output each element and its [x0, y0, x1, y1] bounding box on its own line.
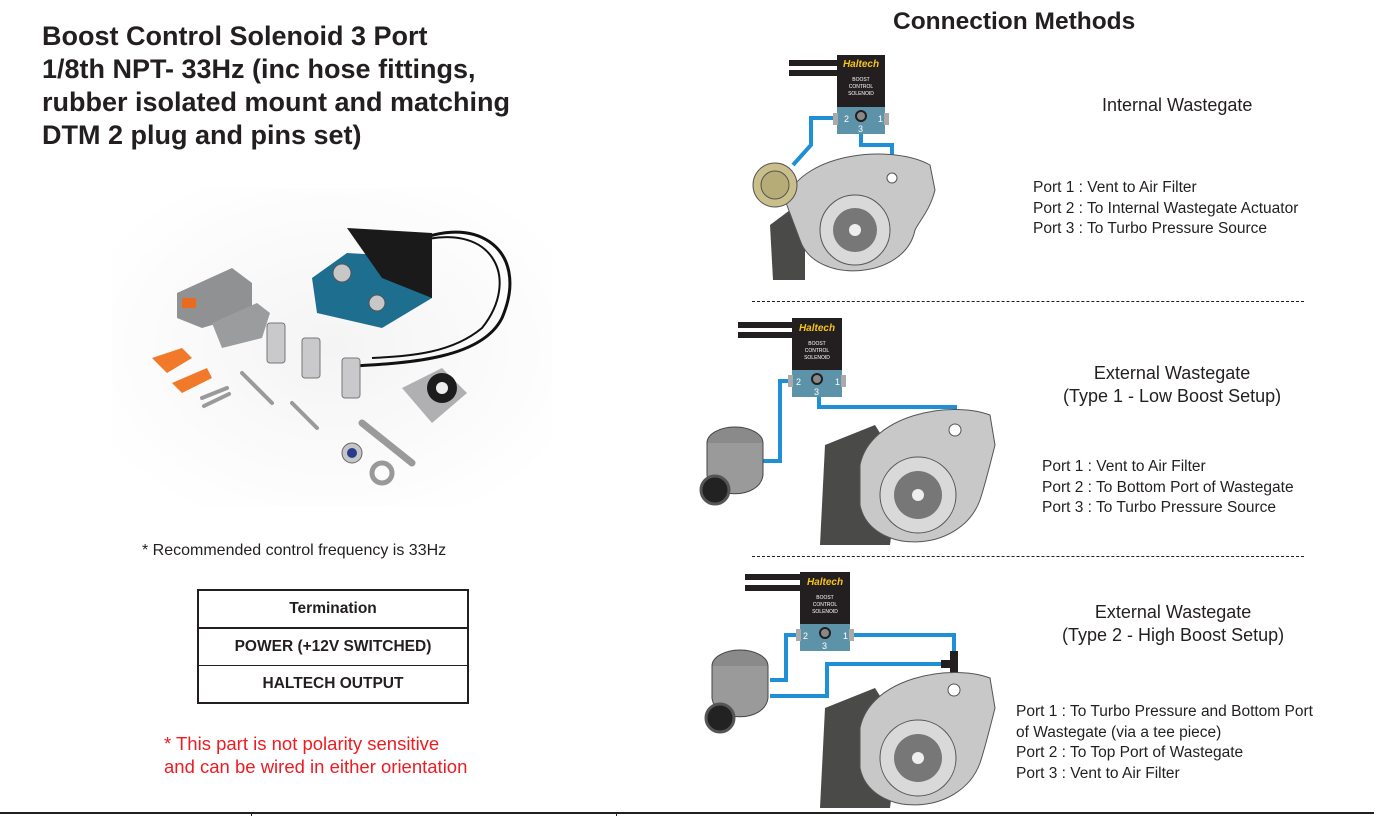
svg-text:2: 2: [844, 114, 849, 124]
title-line: rubber isolated mount and matching: [42, 87, 511, 117]
wastegate-icon: [699, 426, 764, 506]
svg-text:BOOST: BOOST: [852, 77, 870, 83]
port-line: Port 1 : To Turbo Pressure and Bottom Po…: [1016, 703, 1313, 720]
port-list-external-type1: Port 1 : Vent to Air Filter Port 2 : To …: [1042, 457, 1294, 519]
method-heading-external-type1: External Wastegate (Type 1 - Low Boost S…: [1063, 363, 1282, 406]
svg-text:1: 1: [843, 631, 848, 641]
wastegate-icon: [704, 649, 769, 734]
port-line: Port 3 : Vent to Air Filter: [1016, 764, 1180, 782]
footer-rule: [0, 812, 1374, 814]
product-kit-photo: [112, 188, 552, 506]
svg-text:SOLENOID: SOLENOID: [848, 91, 874, 97]
svg-text:3: 3: [822, 641, 827, 651]
svg-text:3: 3: [858, 124, 863, 134]
diagram-internal-wastegate: Haltech BOOST CONTROL SOLENOID 2 1 3: [752, 55, 936, 280]
product-title: Boost Control Solenoid 3 Port 1/8th NPT-…: [42, 20, 510, 152]
termination-output: HALTECH OUTPUT: [262, 675, 404, 692]
port-line: Port 2 : To Top Port of Wastegate: [1016, 744, 1244, 761]
method-heading-internal: Internal Wastegate: [1102, 95, 1253, 115]
port-line: Port 1 : Vent to Air Filter: [1042, 458, 1206, 475]
title-line: 1/8th NPT- 33Hz (inc hose fittings,: [42, 54, 476, 84]
svg-text:3: 3: [814, 387, 819, 397]
table-row: POWER (+12V SWITCHED): [198, 628, 468, 666]
svg-text:1: 1: [835, 377, 840, 387]
port-line: Port 2 : To Internal Wastegate Actuator: [1033, 199, 1299, 217]
svg-text:CONTROL: CONTROL: [813, 602, 838, 608]
title-line: Boost Control Solenoid 3 Port: [42, 21, 428, 51]
svg-text:2: 2: [803, 631, 808, 641]
termination-power: POWER (+12V SWITCHED): [198, 628, 468, 666]
svg-text:BOOST: BOOST: [816, 595, 834, 601]
method-heading-external-type2: External Wastegate (Type 2 - High Boost …: [1062, 602, 1285, 645]
polarity-note: * This part is not polarity sensitive an…: [164, 732, 467, 778]
polarity-line: and can be wired in either orientation: [164, 756, 468, 777]
svg-text:SOLENOID: SOLENOID: [804, 355, 830, 361]
frequency-note: * Recommended control frequency is 33Hz: [142, 542, 447, 559]
solenoid-icon: Haltech BOOST CONTROL SOLENOID 2 1 3: [789, 55, 889, 134]
port-line: Port 1 : Vent to Air Filter: [1033, 179, 1197, 196]
svg-text:CONTROL: CONTROL: [849, 84, 874, 90]
section-divider: [752, 301, 1304, 302]
port-line: Port 3 : To Turbo Pressure Source: [1033, 220, 1268, 237]
table-header-row: Termination: [198, 590, 468, 629]
turbo-icon: [820, 409, 996, 545]
turbo-icon: [820, 672, 996, 808]
svg-text:SOLENOID: SOLENOID: [812, 609, 838, 615]
solenoid-icon: Haltech BOOST CONTROL SOLENOID 2 1 3: [745, 572, 854, 651]
title-line: DTM 2 plug and pins set): [42, 120, 362, 150]
footer-divider: [251, 812, 252, 816]
turbo-icon: [752, 153, 936, 280]
svg-text:2: 2: [796, 377, 801, 387]
diagram-external-type2: Haltech BOOST CONTROL SOLENOID 2 1 3: [704, 572, 996, 808]
section-divider: [752, 556, 1304, 557]
port-line: Port 3 : To Turbo Pressure Source: [1042, 499, 1277, 516]
solenoid-icon: Haltech BOOST CONTROL SOLENOID 2 1 3: [738, 318, 846, 397]
connection-methods-title: Connection Methods: [893, 8, 1136, 35]
polarity-line: * This part is not polarity sensitive: [164, 733, 440, 754]
port-line: Port 2 : To Bottom Port of Wastegate: [1042, 478, 1294, 496]
svg-text:Haltech: Haltech: [799, 323, 835, 334]
svg-text:1: 1: [878, 114, 883, 124]
brand-label: Haltech: [843, 59, 879, 70]
diagram-external-type1: Haltech BOOST CONTROL SOLENOID 2 1 3: [699, 318, 996, 545]
table-header: Termination: [198, 590, 468, 629]
footer-divider: [616, 812, 617, 816]
termination-table: Termination POWER (+12V SWITCHED) HALTEC…: [197, 589, 469, 704]
port-list-internal: Port 1 : Vent to Air Filter Port 2 : To …: [1033, 178, 1298, 240]
svg-text:Haltech: Haltech: [807, 577, 843, 588]
svg-text:CONTROL: CONTROL: [805, 348, 830, 354]
svg-text:BOOST: BOOST: [808, 341, 826, 347]
port-line: of Wastegate (via a tee piece): [1016, 723, 1222, 741]
port-list-external-type2: Port 1 : To Turbo Pressure and Bottom Po…: [1016, 702, 1313, 784]
table-row: HALTECH OUTPUT: [198, 666, 468, 704]
